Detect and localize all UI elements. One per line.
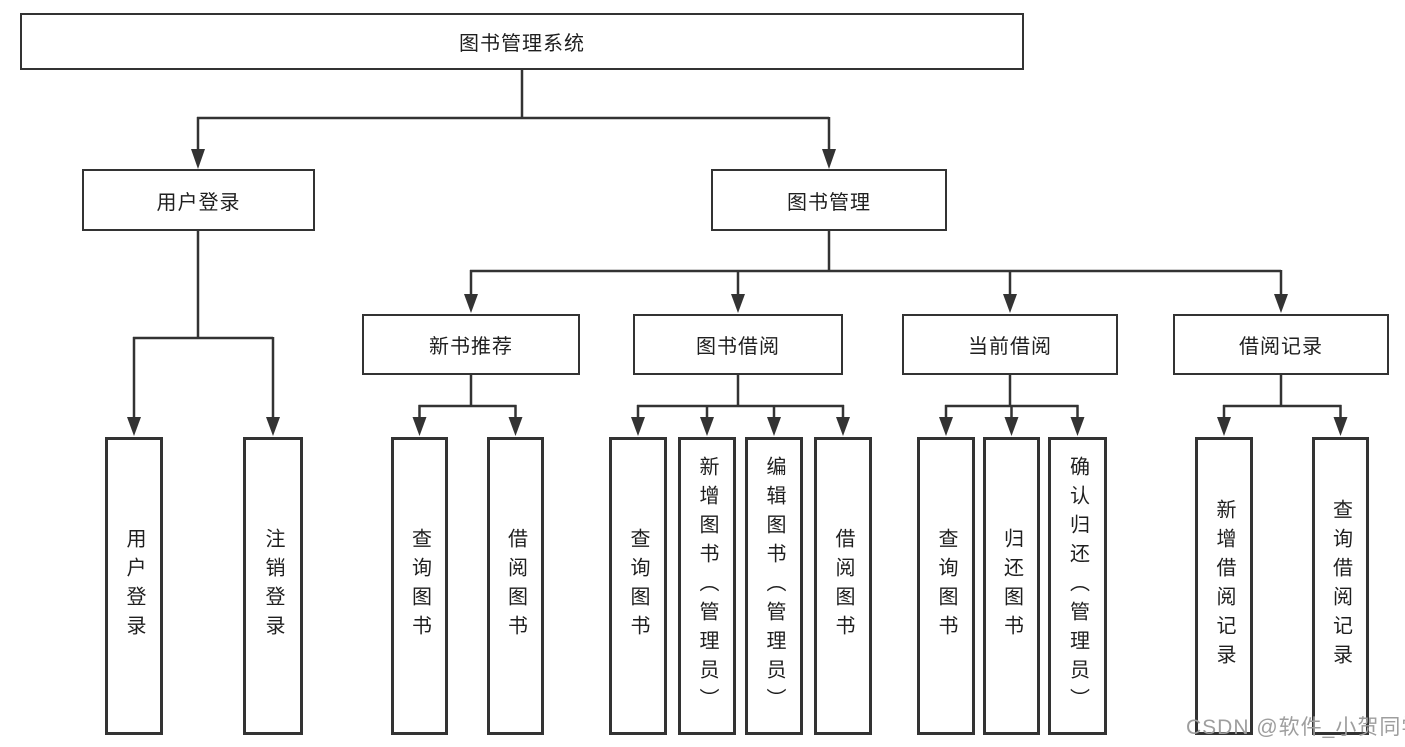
node-book-borrow: 图书借阅 — [633, 314, 843, 375]
leaf-logout-label: 注销登录 — [262, 528, 284, 644]
node-new-book-recommend-label: 新书推荐 — [429, 336, 513, 358]
csdn-watermark: CSDN @软件_小贺同学 — [1186, 716, 1405, 739]
node-current-borrow: 当前借阅 — [902, 314, 1118, 375]
leaf-recommend-query-book: 查询图书 — [391, 437, 448, 735]
leaf-user-login-label: 用户登录 — [123, 528, 145, 644]
leaf-borrow-book-label: 借阅图书 — [832, 528, 854, 644]
leaf-confirm-return-admin-label: 确认归还（管理员） — [1066, 455, 1089, 717]
leaf-borrow-query-book: 查询图书 — [609, 437, 667, 735]
leaf-query-borrow-record: 查询借阅记录 — [1312, 437, 1369, 735]
leaf-add-borrow-record: 新增借阅记录 — [1195, 437, 1253, 735]
leaf-user-login: 用户登录 — [105, 437, 163, 735]
leaf-return-book: 归还图书 — [983, 437, 1040, 735]
node-user-login-label: 用户登录 — [156, 191, 241, 214]
leaf-edit-book-admin-label: 编辑图书（管理员） — [763, 455, 785, 717]
leaf-edit-book-admin: 编辑图书（管理员） — [745, 437, 803, 735]
leaf-recommend-query-book-label: 查询图书 — [408, 528, 431, 644]
node-book-management: 图书管理 — [711, 169, 947, 231]
leaf-current-query-book: 查询图书 — [917, 437, 975, 735]
node-borrow-record: 借阅记录 — [1173, 314, 1389, 375]
node-new-book-recommend: 新书推荐 — [362, 314, 580, 375]
leaf-borrow-query-book-label: 查询图书 — [627, 528, 649, 644]
leaf-borrow-book: 借阅图书 — [814, 437, 872, 735]
leaf-add-borrow-record-label: 新增借阅记录 — [1213, 499, 1235, 673]
leaf-add-book-admin-label: 新增图书（管理员） — [696, 455, 718, 717]
leaf-recommend-borrow-book-label: 借阅图书 — [504, 528, 527, 644]
leaf-confirm-return-admin: 确认归还（管理员） — [1048, 437, 1107, 735]
node-book-management-label: 图书管理 — [787, 191, 871, 214]
leaf-query-borrow-record-label: 查询借阅记录 — [1329, 499, 1352, 673]
node-book-borrow-label: 图书借阅 — [696, 336, 780, 358]
node-borrow-record-label: 借阅记录 — [1239, 336, 1323, 358]
node-user-login: 用户登录 — [82, 169, 315, 231]
leaf-logout: 注销登录 — [243, 437, 303, 735]
node-root: 图书管理系统 — [20, 13, 1024, 70]
node-root-label: 图书管理系统 — [459, 33, 585, 55]
leaf-add-book-admin: 新增图书（管理员） — [678, 437, 736, 735]
leaf-recommend-borrow-book: 借阅图书 — [487, 437, 544, 735]
leaf-current-query-book-label: 查询图书 — [935, 528, 957, 644]
node-current-borrow-label: 当前借阅 — [968, 336, 1052, 358]
leaf-return-book-label: 归还图书 — [1000, 528, 1023, 644]
